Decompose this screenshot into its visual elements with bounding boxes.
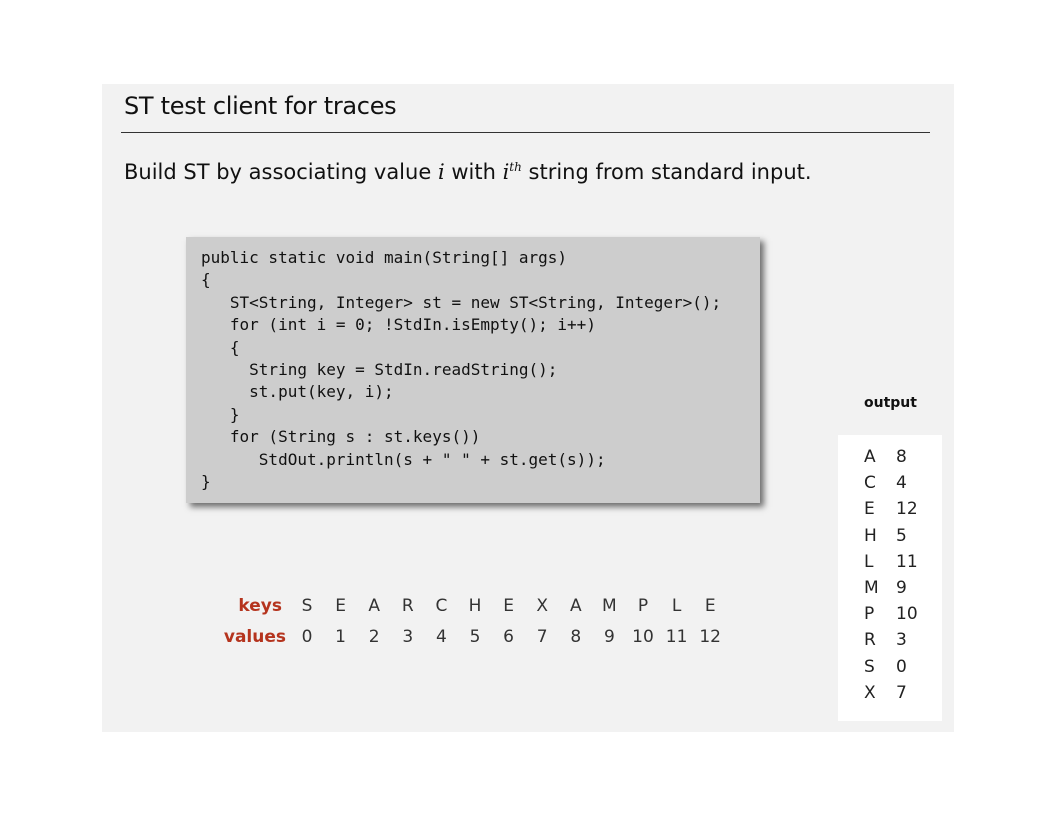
code-line: StdOut.println(s + " " + st.get(s));: [201, 449, 606, 469]
output-value: 0: [896, 656, 907, 677]
output-label: output: [864, 395, 917, 411]
output-value: 5: [896, 525, 907, 546]
value-cell: 6: [503, 627, 514, 647]
key-cell: A: [569, 596, 582, 616]
code-listing: public static void main(String[] args){ …: [186, 237, 760, 503]
code-block: public static void main(String[] args){ …: [201, 247, 721, 493]
code-line: }: [201, 404, 240, 424]
title-divider: [121, 132, 930, 133]
code-line: public static void main(String[] args): [201, 248, 568, 267]
key-cell: X: [536, 596, 549, 616]
key-cell: C: [435, 596, 448, 616]
code-line: for (int i = 0; !StdIn.isEmpty(); i++): [201, 315, 596, 335]
value-cell: 2: [368, 627, 380, 647]
code-line: for (String s : st.keys()): [201, 427, 481, 447]
output-key: R: [864, 630, 876, 651]
value-cell: 5: [469, 627, 481, 647]
output-value: 12: [896, 499, 918, 520]
output-row: P 10: [864, 604, 918, 624]
value-cell: 7: [536, 627, 548, 647]
value-cell: 9: [603, 627, 615, 647]
values-label: values: [223, 627, 286, 647]
output-key: M: [864, 578, 879, 598]
key-cell: E: [704, 596, 716, 616]
value-cell: 1: [335, 627, 346, 647]
code-line: }: [201, 472, 211, 492]
output-key: L: [864, 551, 874, 572]
value-cell: 0: [301, 627, 313, 647]
key-cell: E: [503, 596, 514, 616]
output-key: P: [864, 604, 875, 625]
output-key: E: [864, 499, 875, 520]
keys-label: keys: [238, 596, 282, 616]
code-line: st.put(key, i);: [201, 382, 394, 402]
output-key: S: [864, 656, 875, 677]
value-cell: 12: [699, 627, 721, 647]
key-cell: L: [671, 596, 682, 616]
key-cell: S: [301, 596, 313, 616]
slide-subtitle: Build ST by associating value i with ith…: [124, 160, 812, 184]
key-cell: A: [368, 596, 380, 616]
output-key: C: [864, 473, 876, 494]
value-cell: 8: [570, 627, 582, 647]
output-value: 9: [896, 578, 907, 598]
output-value: 7: [896, 682, 907, 703]
subtitle-var-i-ordinal: i: [502, 160, 510, 184]
value-cell: 4: [435, 627, 447, 647]
code-line: {: [201, 270, 211, 290]
subtitle-text-after: string from standard input.: [521, 160, 812, 184]
code-line: ST<String, Integer> st = new ST<String, …: [201, 292, 722, 312]
value-cell: 10: [632, 627, 654, 647]
output-value: 11: [896, 551, 918, 572]
subtitle-text-mid: with: [444, 160, 503, 184]
key-cell: H: [468, 596, 482, 616]
output-row: L 11: [864, 552, 918, 572]
output-key: A: [864, 447, 876, 467]
output-value: 8: [896, 447, 907, 467]
slide: ST test client for traces Build ST by as…: [102, 84, 954, 732]
subtitle-var-i: i: [437, 160, 445, 184]
output-value: 4: [896, 473, 907, 494]
key-cell: P: [637, 596, 649, 616]
code-line: String key = StdIn.readString();: [201, 360, 558, 380]
output-key: X: [864, 682, 876, 703]
key-cell: E: [335, 596, 346, 616]
subtitle-text-before: Build ST by associating value: [124, 160, 438, 184]
subtitle-superscript: th: [509, 160, 522, 174]
output-row: E 12: [864, 499, 918, 519]
value-cell: 3: [402, 627, 414, 647]
key-cell: R: [401, 596, 414, 616]
slide-title: ST test client for traces: [124, 92, 397, 120]
output-key: H: [864, 525, 877, 546]
key-cell: M: [602, 596, 617, 616]
value-cell: 11: [665, 627, 688, 647]
code-line: {: [201, 337, 240, 357]
output-value: 3: [896, 630, 907, 651]
output-value: 10: [896, 604, 918, 625]
